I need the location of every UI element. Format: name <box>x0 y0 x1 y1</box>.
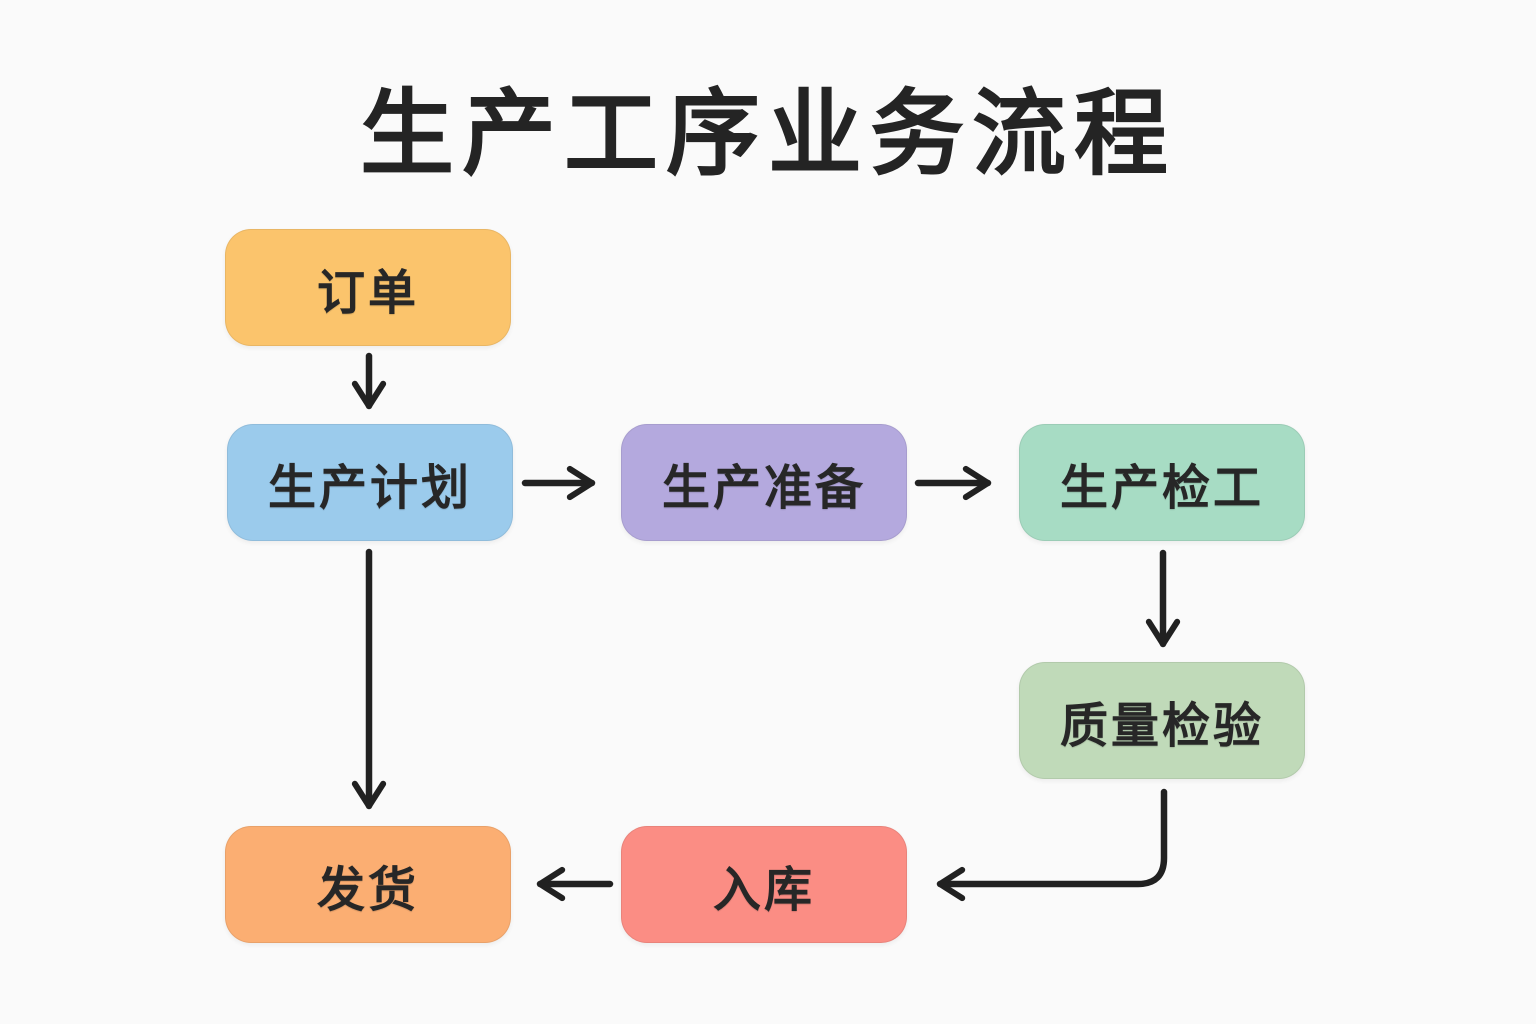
flow-node-warehouse-in: 入库 <box>621 826 907 943</box>
flow-node-shipping: 发货 <box>225 826 511 943</box>
flow-node-production-prep-label: 生产准备 <box>661 461 866 515</box>
flow-node-production-prep: 生产准备 <box>621 424 907 541</box>
flow-node-quality-inspection: 质量检验 <box>1019 662 1305 779</box>
edge-quality-to-warehouse <box>936 788 1168 902</box>
flow-node-shipping-label: 发货 <box>316 863 419 917</box>
flow-node-production-plan-label: 生产计划 <box>267 461 472 515</box>
flow-node-production-inspect-work-label: 生产检工 <box>1059 461 1264 515</box>
diagram-title: 生产工序业务流程 <box>359 81 1176 186</box>
flow-node-order-label: 订单 <box>316 266 419 320</box>
flow-node-production-plan: 生产计划 <box>227 424 513 541</box>
flow-node-quality-inspection-label: 质量检验 <box>1059 699 1264 753</box>
flow-node-order: 订单 <box>225 229 511 346</box>
flow-node-production-inspect-work: 生产检工 <box>1019 424 1305 541</box>
flow-node-warehouse-in-label: 入库 <box>712 863 815 917</box>
